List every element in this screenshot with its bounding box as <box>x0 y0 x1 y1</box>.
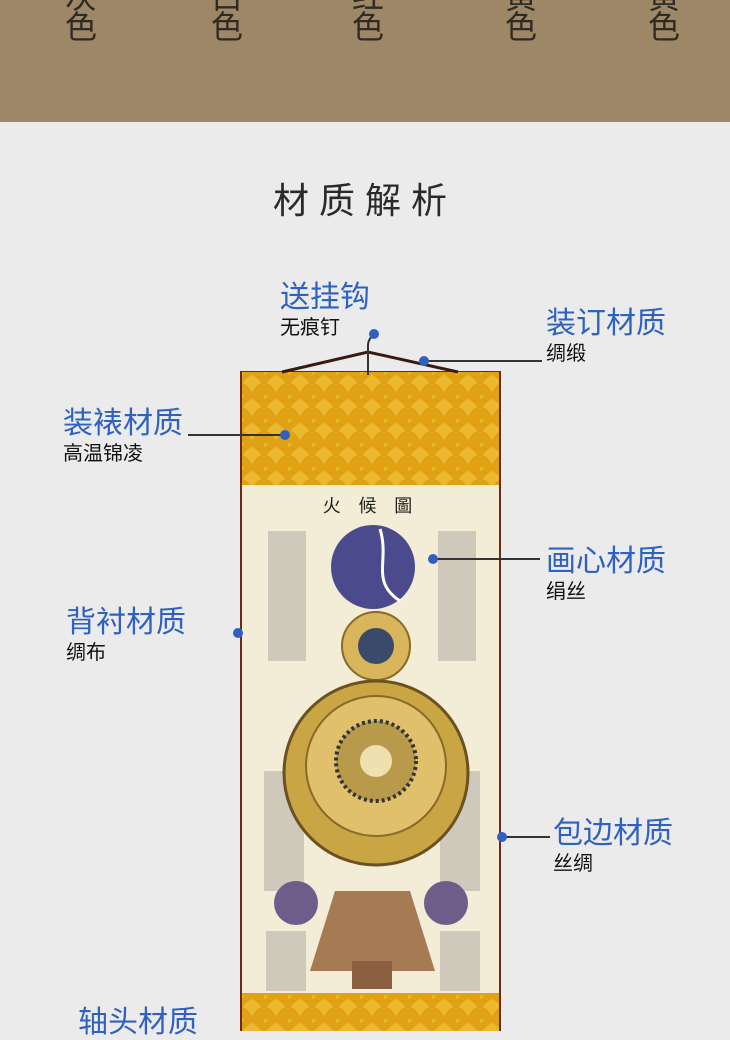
label-title: 画心材质 <box>546 544 666 579</box>
label-edging: 包边材质丝绸 <box>553 816 673 876</box>
label-title: 装裱材质 <box>63 406 183 441</box>
marker-dot <box>497 832 507 842</box>
swatch-label: 黄色 <box>504 0 537 46</box>
painting-title: 火 候 圖 <box>322 496 419 517</box>
scroll-painting: 火 候 圖 <box>240 371 501 1031</box>
label-sub: 高温锦凌 <box>63 441 143 465</box>
swatch-label: 红色 <box>351 0 384 46</box>
color-swatch-band: 灰色 白色 红色 黄色 黄色 <box>0 0 730 122</box>
label-sub: 绸布 <box>66 640 106 664</box>
marker-dot <box>419 356 429 366</box>
leader-line <box>433 558 540 560</box>
label-title: 装订材质 <box>546 306 666 341</box>
label-hook: 送挂钩无痕钉 <box>280 280 370 340</box>
label-sub: 丝绸 <box>553 851 593 875</box>
swatch-label: 灰色 <box>64 0 97 46</box>
scroll-painting-graphic <box>240 371 501 1031</box>
marker-dot <box>369 329 379 339</box>
swatch-label: 黄色 <box>647 0 680 46</box>
label-sub: 绸缎 <box>546 341 586 365</box>
leader-line <box>424 360 542 362</box>
label-backing: 背衬材质绸布 <box>66 605 186 665</box>
marker-dot <box>233 628 243 638</box>
label-binding: 装订材质绸缎 <box>546 306 666 366</box>
marker-dot <box>280 430 290 440</box>
leader-line <box>188 434 285 436</box>
marker-dot <box>428 554 438 564</box>
label-title: 背衬材质 <box>66 605 186 640</box>
label-rod: 轴头材质 <box>78 1006 198 1040</box>
section-title: 材质解析 <box>272 181 457 222</box>
label-title: 包边材质 <box>553 816 673 851</box>
label-title: 送挂钩 <box>280 280 370 315</box>
label-sub: 绢丝 <box>546 579 586 603</box>
label-core: 画心材质绢丝 <box>546 544 666 604</box>
label-mounting: 装裱材质高温锦凌 <box>63 406 183 466</box>
leader-line <box>502 836 550 838</box>
label-sub: 无痕钉 <box>280 315 340 339</box>
label-title: 轴头材质 <box>78 1005 198 1040</box>
swatch-label: 白色 <box>210 0 243 46</box>
